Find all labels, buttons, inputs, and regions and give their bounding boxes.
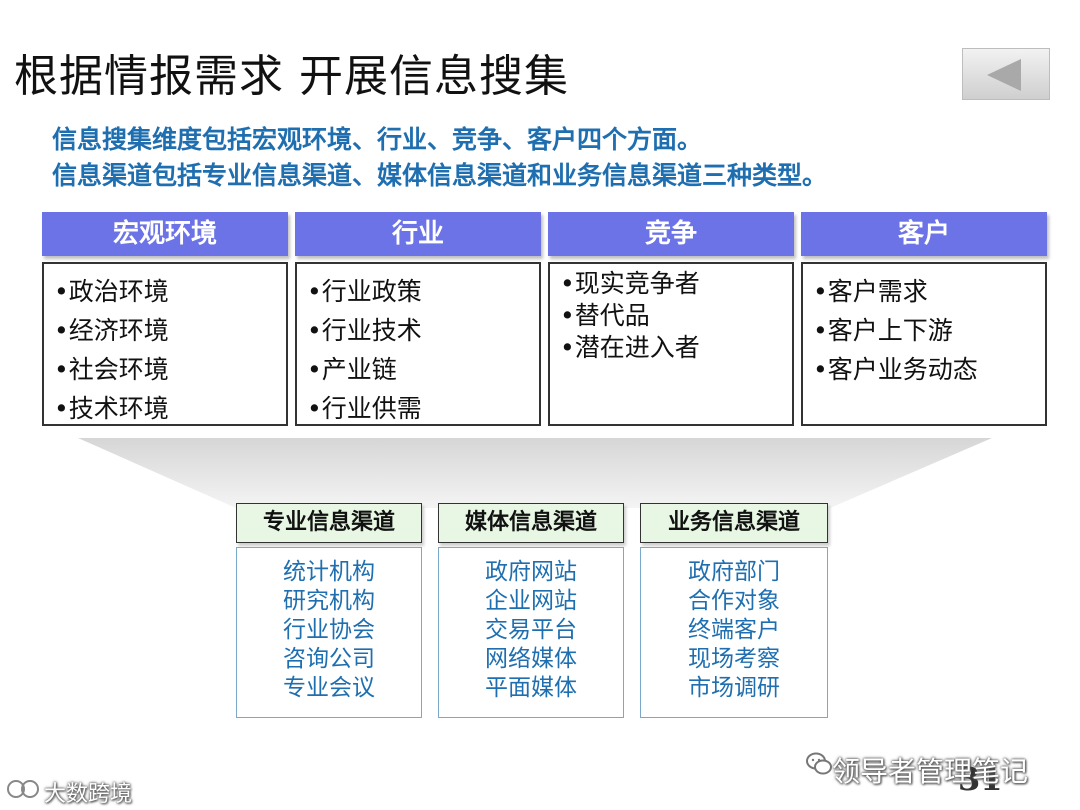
list-item: 企业网站: [485, 588, 577, 614]
channel-header-professional: 专业信息渠道: [236, 503, 422, 543]
list-item: 网络媒体: [485, 646, 577, 672]
funnel-shape: [78, 438, 992, 508]
list-item: •现实竞争者: [560, 269, 700, 298]
list-item: •客户上下游: [813, 316, 953, 345]
list-item: •客户业务动态: [813, 355, 978, 384]
list-item: 终端客户: [688, 617, 780, 643]
category-header-industry: 行业: [295, 212, 541, 256]
category-header-customer: 客户: [801, 212, 1047, 256]
list-item: •行业政策: [307, 277, 422, 306]
list-item: 平面媒体: [485, 675, 577, 701]
back-button[interactable]: [962, 48, 1050, 100]
list-item: •客户需求: [813, 277, 928, 306]
summary: 信息搜集维度包括宏观环境、行业、竞争、客户四个方面。 信息渠道包括专业信息渠道、…: [52, 122, 827, 194]
list-item: 咨询公司: [283, 646, 375, 672]
list-item: 政府网站: [485, 559, 577, 585]
watermark-right: 领导者管理笔记: [832, 755, 1029, 788]
category-box-macro: •政治环境 •经济环境 •社会环境 •技术环境: [42, 262, 288, 426]
list-item: 行业协会: [283, 617, 375, 643]
list-item: 交易平台: [485, 617, 577, 643]
list-item: •替代品: [560, 301, 650, 330]
page-title: 根据情报需求 开展信息搜集: [14, 51, 569, 102]
category-box-customer: •客户需求 •客户上下游 •客户业务动态: [801, 262, 1047, 426]
list-item: •经济环境: [54, 316, 169, 345]
channel-header-media: 媒体信息渠道: [438, 503, 624, 543]
summary-line-1: 信息搜集维度包括宏观环境、行业、竞争、客户四个方面。: [52, 125, 703, 154]
summary-line-2: 信息渠道包括专业信息渠道、媒体信息渠道和业务信息渠道三种类型。: [52, 161, 828, 190]
watermark-left: 大数跨境: [44, 782, 133, 807]
list-item: 统计机构: [283, 559, 375, 585]
list-item: 研究机构: [283, 588, 375, 614]
list-item: •社会环境: [54, 355, 169, 384]
list-item: •潜在进入者: [560, 333, 700, 362]
list-item: 专业会议: [283, 675, 375, 701]
list-item: 市场调研: [688, 675, 780, 701]
category-header-competition: 竞争: [548, 212, 794, 256]
back-arrow-icon: [987, 59, 1021, 91]
wechat-icon: [806, 752, 832, 775]
category-box-industry: •行业政策 •行业技术 •产业链 •行业供需: [295, 262, 541, 426]
channel-box-business: 政府部门 合作对象 终端客户 现场考察 市场调研: [640, 547, 828, 718]
channel-header-business: 业务信息渠道: [640, 503, 828, 543]
brand-logo-icon: [7, 780, 39, 798]
list-item: •政治环境: [54, 277, 169, 306]
category-header-macro: 宏观环境: [42, 212, 288, 256]
category-box-competition: •现实竞争者 •替代品 •潜在进入者: [548, 262, 794, 426]
list-item: 现场考察: [688, 646, 780, 672]
list-item: 合作对象: [688, 588, 780, 614]
list-item: •行业供需: [307, 394, 422, 423]
list-item: •产业链: [307, 355, 397, 384]
page-number: 31: [958, 760, 1003, 798]
list-item: 政府部门: [688, 559, 780, 585]
list-item: •技术环境: [54, 394, 169, 423]
channel-box-media: 政府网站 企业网站 交易平台 网络媒体 平面媒体: [438, 547, 624, 718]
list-item: •行业技术: [307, 316, 422, 345]
channel-box-professional: 统计机构 研究机构 行业协会 咨询公司 专业会议: [236, 547, 422, 718]
